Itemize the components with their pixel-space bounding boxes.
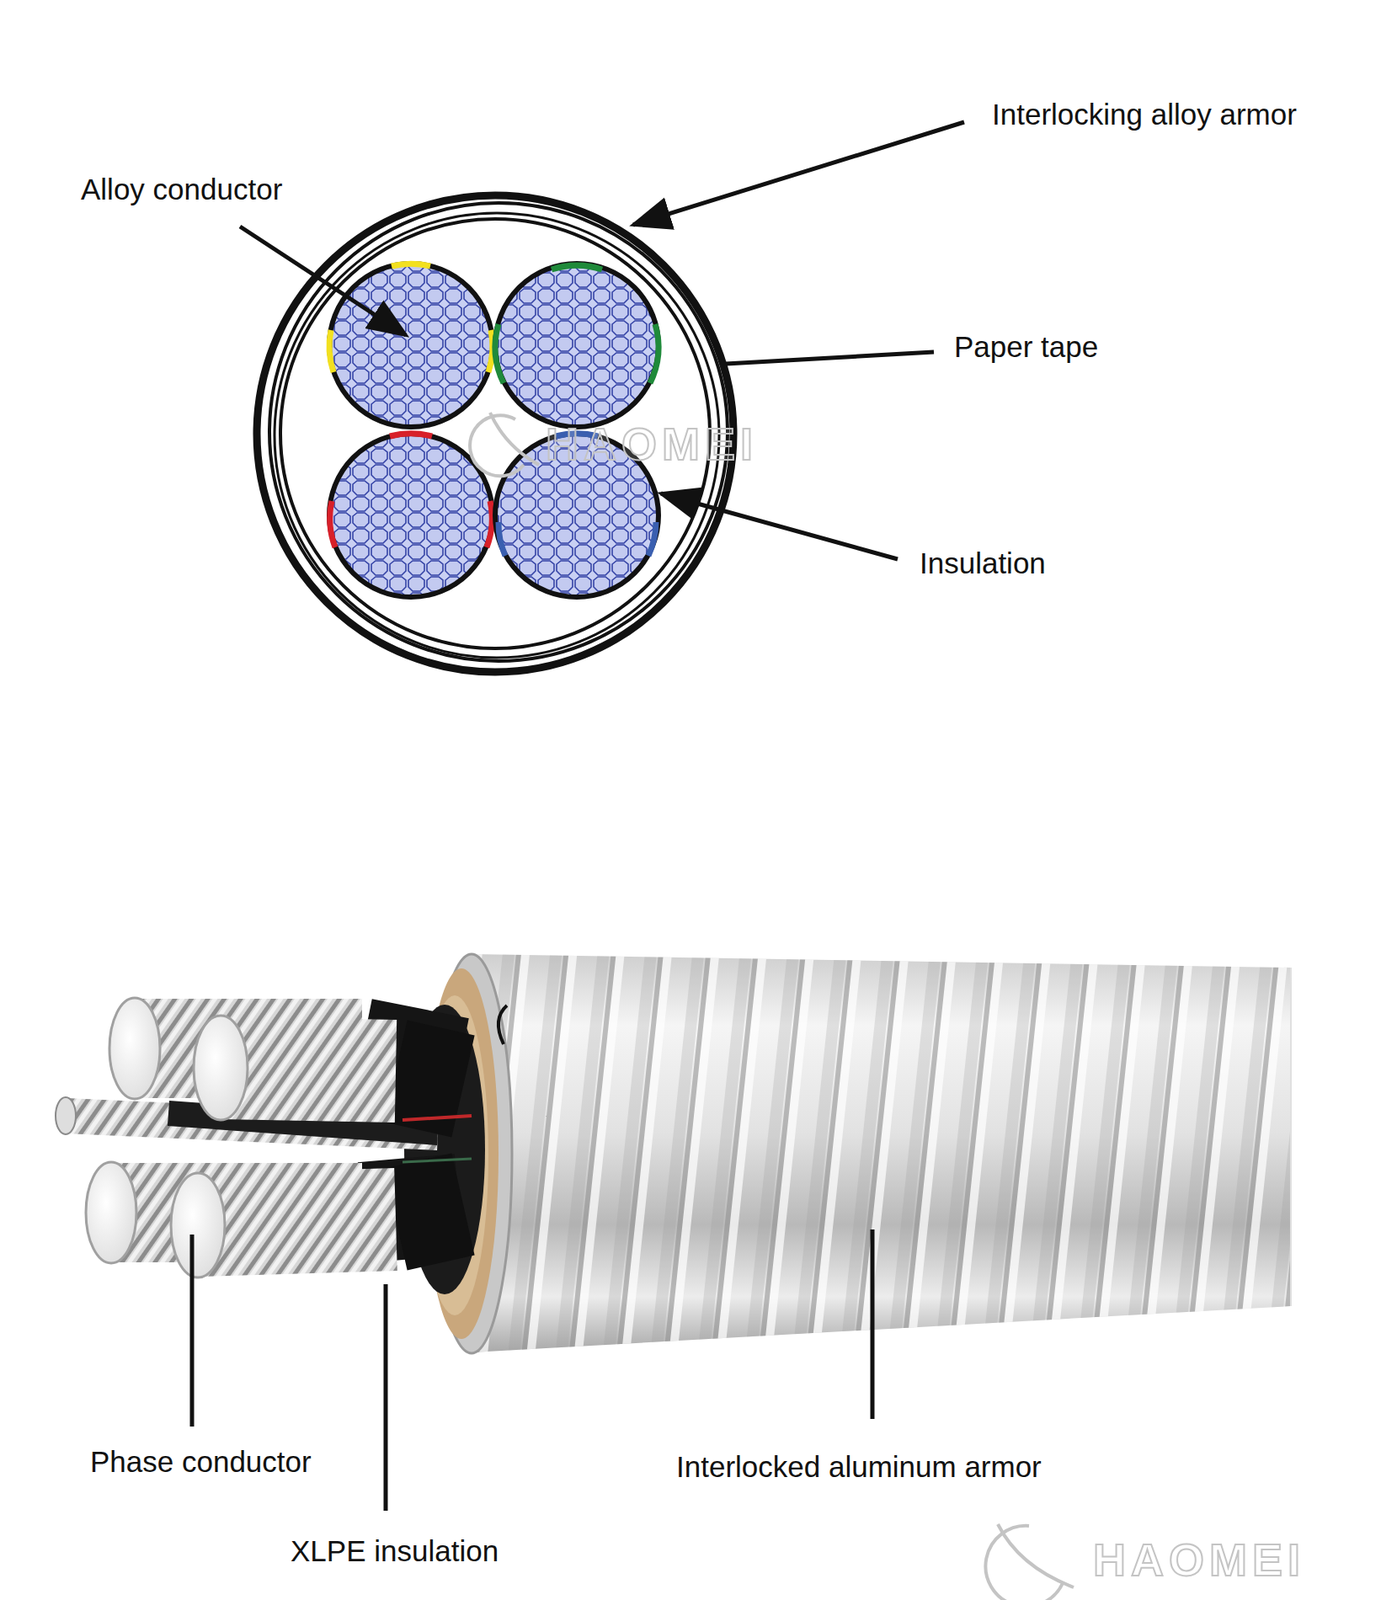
cable-3d [55, 954, 1291, 1511]
part-label: Phase conductor [90, 1444, 312, 1479]
conductor-green [495, 263, 659, 427]
leader-line [190, 1234, 195, 1427]
leader-arrow [661, 493, 898, 560]
part-label: XLPE insulation [290, 1534, 499, 1568]
leader-line [725, 351, 934, 364]
part-label: Interlocking alloy armor [991, 97, 1297, 132]
conductor-yellow [329, 263, 493, 427]
part-label: Alloy conductor [80, 172, 283, 207]
part-label: Paper tape [954, 330, 1099, 364]
leader-arrow [239, 226, 406, 336]
watermark: HAOMEI [545, 418, 758, 470]
cross-section [239, 122, 965, 672]
conductor-red [329, 433, 493, 598]
watermark: HAOMEI [1093, 1534, 1306, 1585]
leader-line [870, 1229, 875, 1419]
part-label: Interlocked aluminum armor [676, 1450, 1042, 1484]
part-label: Insulation [919, 546, 1046, 581]
watermark-logo [985, 1524, 1074, 1600]
leader-arrow [633, 122, 965, 225]
leader-line [383, 1284, 389, 1511]
